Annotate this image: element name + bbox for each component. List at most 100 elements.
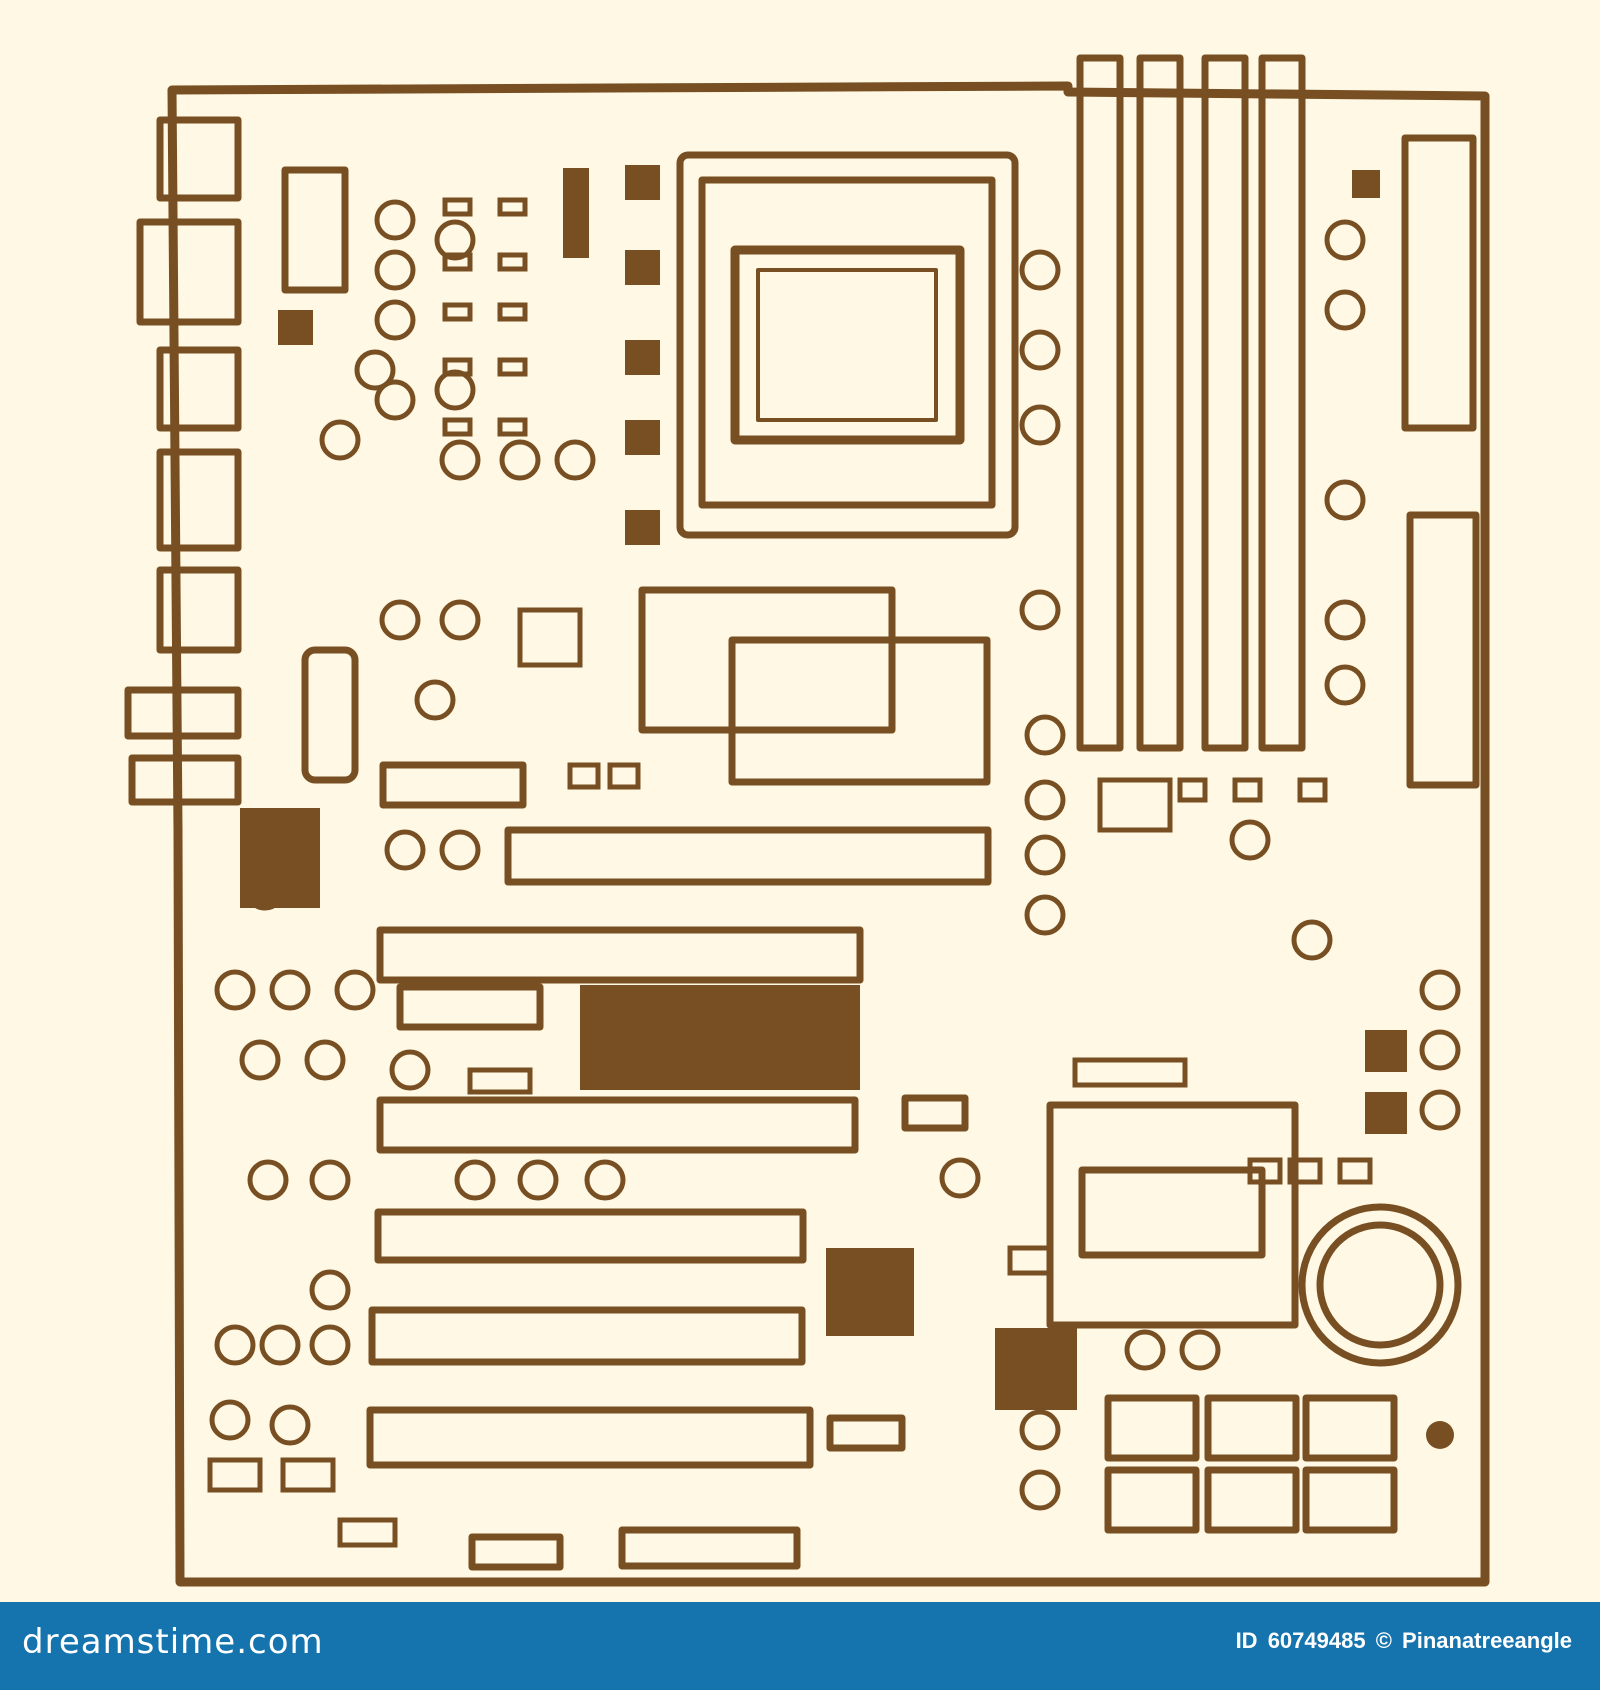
resistor bbox=[1337, 1157, 1373, 1185]
image-credit: ID 60749485 © Pinanatreeangle bbox=[1236, 1628, 1576, 1654]
resistor bbox=[207, 1457, 263, 1493]
expansion-slot bbox=[366, 1406, 814, 1469]
capacitor bbox=[454, 1159, 496, 1201]
capacitor bbox=[214, 1324, 256, 1366]
front-panel-header bbox=[618, 1526, 801, 1570]
capacitor bbox=[554, 439, 596, 481]
resistor bbox=[497, 197, 528, 217]
resistor bbox=[442, 252, 473, 272]
capacitor bbox=[1324, 219, 1366, 261]
capacitor bbox=[309, 1159, 351, 1201]
capacitor bbox=[1419, 969, 1461, 1011]
io-port bbox=[136, 218, 242, 326]
expansion-slot bbox=[376, 1096, 859, 1154]
capacitor bbox=[304, 1039, 346, 1081]
capacitor bbox=[384, 829, 426, 871]
ide-connector bbox=[1406, 511, 1480, 789]
capacitor bbox=[1019, 1469, 1061, 1511]
capacitor bbox=[259, 1324, 301, 1366]
capacitor bbox=[584, 1159, 626, 1201]
power-connector bbox=[1401, 134, 1477, 432]
capacitor bbox=[247, 1159, 289, 1201]
capacitor bbox=[1019, 1409, 1061, 1451]
resistor bbox=[497, 302, 528, 322]
chip-outline bbox=[396, 983, 544, 1031]
chip bbox=[826, 1248, 914, 1336]
northbridge-heatsink bbox=[638, 586, 896, 734]
capacitor bbox=[439, 829, 481, 871]
resistor bbox=[280, 1457, 336, 1493]
sata-ports bbox=[1104, 1394, 1398, 1534]
capacitor bbox=[374, 379, 416, 421]
resistor bbox=[442, 302, 473, 322]
resistor bbox=[517, 607, 583, 668]
resistor bbox=[467, 1067, 533, 1095]
io-port bbox=[156, 448, 242, 552]
pin-header bbox=[281, 166, 349, 294]
resistor bbox=[1072, 1057, 1188, 1088]
capacitor bbox=[334, 969, 376, 1011]
resistor bbox=[497, 252, 528, 272]
capacitor bbox=[1179, 1329, 1221, 1371]
capacitor bbox=[374, 299, 416, 341]
front-panel-header bbox=[468, 1533, 564, 1571]
io-port bbox=[156, 116, 242, 202]
capacitor bbox=[439, 439, 481, 481]
io-port bbox=[156, 346, 242, 432]
fan-header bbox=[826, 1414, 906, 1452]
capacitor bbox=[1229, 819, 1271, 861]
resistor bbox=[607, 762, 641, 790]
resistor bbox=[497, 357, 528, 377]
capacitor bbox=[1019, 404, 1061, 446]
copyright-symbol: © bbox=[1375, 1628, 1392, 1653]
capacitor bbox=[309, 1269, 351, 1311]
capacitor bbox=[1419, 1029, 1461, 1071]
capacitor bbox=[379, 599, 421, 641]
capacitor bbox=[499, 439, 541, 481]
resistor bbox=[497, 417, 528, 437]
footer-bar: dreamstime.com ID 60749485 © Pinanatreea… bbox=[0, 1602, 1600, 1690]
resistor bbox=[1297, 777, 1328, 803]
solid-components bbox=[240, 165, 1454, 1449]
capacitor bbox=[354, 349, 396, 391]
cmos-battery bbox=[1298, 1203, 1462, 1367]
capacitor bbox=[269, 1404, 311, 1446]
resistor bbox=[337, 1517, 398, 1548]
fan-header bbox=[901, 1094, 969, 1132]
capacitor bbox=[1024, 714, 1066, 756]
capacitor bbox=[1324, 599, 1366, 641]
resistor bbox=[1247, 1157, 1283, 1185]
heatsink-lower bbox=[728, 636, 991, 786]
chip-outline bbox=[379, 761, 527, 809]
capacitor bbox=[209, 1399, 251, 1441]
capacitor bbox=[319, 419, 361, 461]
capacitor bbox=[1324, 664, 1366, 706]
io-port bbox=[124, 686, 242, 740]
capacitor bbox=[1019, 589, 1061, 631]
capacitor bbox=[1291, 919, 1333, 961]
resistor bbox=[1232, 777, 1263, 803]
capacitor bbox=[1019, 329, 1061, 371]
large-chip bbox=[580, 985, 860, 1090]
image-id-label: ID bbox=[1235, 1628, 1258, 1653]
cpu-socket bbox=[676, 151, 1019, 539]
capacitor bbox=[434, 219, 476, 261]
capacitor bbox=[1024, 894, 1066, 936]
capacitor bbox=[1024, 779, 1066, 821]
chip bbox=[240, 808, 320, 908]
expansion-slot bbox=[374, 1208, 807, 1264]
capacitor bbox=[939, 1157, 981, 1199]
capacitor bbox=[244, 869, 286, 911]
capacitor bbox=[1324, 289, 1366, 331]
capacitor bbox=[1324, 479, 1366, 521]
capacitor bbox=[389, 1049, 431, 1091]
cmos-battery-inner bbox=[1316, 1221, 1444, 1349]
capacitor bbox=[269, 969, 311, 1011]
capacitor bbox=[1124, 1329, 1166, 1371]
chip bbox=[995, 1328, 1077, 1410]
brand-logo[interactable]: dreamstime.com bbox=[22, 1622, 324, 1662]
capacitor bbox=[374, 199, 416, 241]
resistor bbox=[567, 762, 601, 790]
capacitor bbox=[439, 599, 481, 641]
resistor bbox=[442, 417, 473, 437]
